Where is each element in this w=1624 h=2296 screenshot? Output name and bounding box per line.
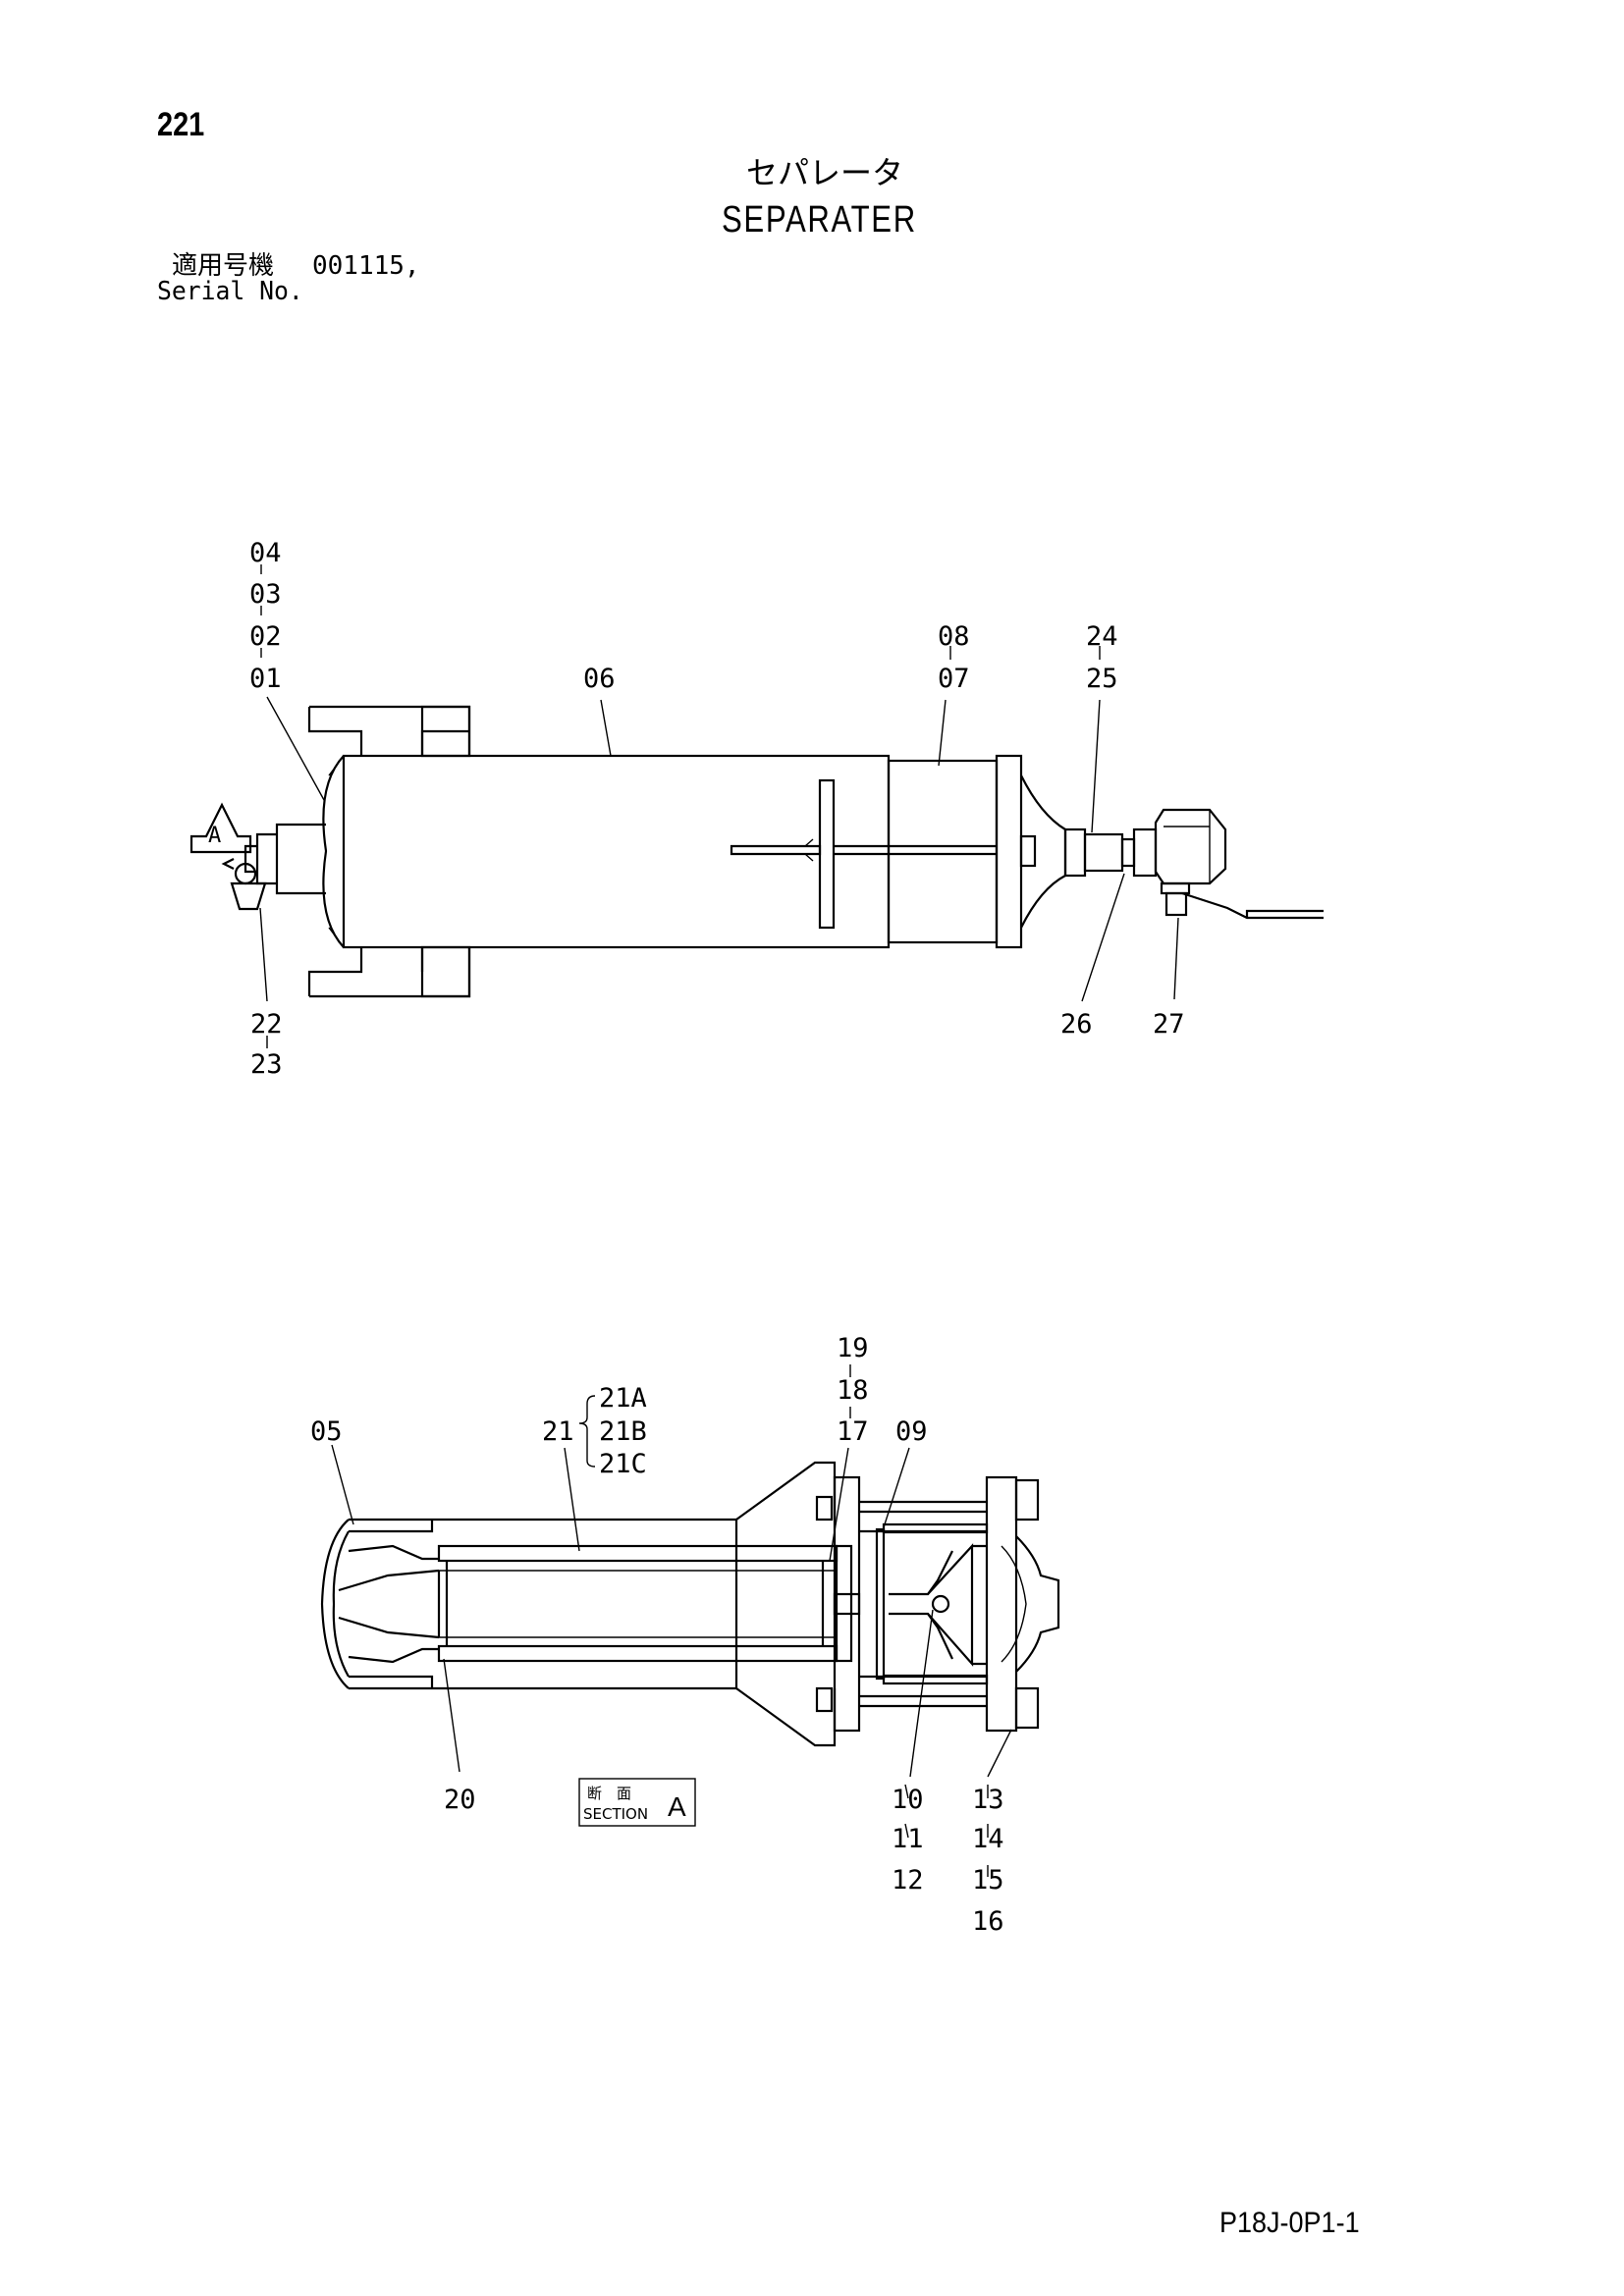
callout-13: 13	[972, 1785, 1004, 1815]
title-japanese: セパレータ	[746, 154, 904, 191]
callout-17: 17	[837, 1416, 869, 1447]
callout-05: 05	[310, 1416, 343, 1447]
section-label-english: SECTION	[583, 1805, 648, 1823]
callout-01: 01	[249, 664, 282, 694]
callout-23: 23	[250, 1049, 283, 1080]
page-number: 221	[157, 106, 205, 143]
serial-label-english: Serial No.	[157, 277, 303, 306]
callout-21A: 21A	[599, 1383, 647, 1414]
section-label-japanese: 断 面	[587, 1785, 631, 1802]
callout-21: 21	[542, 1416, 574, 1447]
callout-09: 09	[895, 1416, 928, 1447]
callout-02: 02	[249, 621, 282, 652]
separator-section-view	[320, 1461, 1060, 1747]
serial-label-japanese: 適用号機	[172, 251, 275, 281]
title-english: SEPARATER	[722, 199, 917, 240]
callout-11: 11	[892, 1824, 924, 1854]
callout-24: 24	[1086, 621, 1118, 652]
callout-14: 14	[972, 1824, 1004, 1854]
upper-leader-lines	[259, 564, 1179, 1048]
view-a-marker: A	[189, 802, 252, 854]
callout-21B: 21B	[599, 1416, 647, 1447]
callout-27: 27	[1153, 1009, 1185, 1040]
callout-26: 26	[1060, 1009, 1093, 1040]
callout-07: 07	[938, 664, 970, 694]
callout-03: 03	[249, 579, 282, 610]
callout-22: 22	[250, 1009, 283, 1040]
callout-15: 15	[972, 1865, 1004, 1896]
footer-drawing-code: P18J-0P1-1	[1219, 2207, 1360, 2239]
callout-10: 10	[892, 1785, 924, 1815]
callout-20: 20	[444, 1785, 476, 1815]
callout-08: 08	[938, 621, 970, 652]
callout-19: 19	[837, 1333, 869, 1363]
callout-18: 18	[837, 1375, 869, 1406]
callout-16: 16	[972, 1906, 1004, 1937]
callout-04: 04	[249, 538, 282, 568]
serial-number-value: 001115,	[312, 251, 420, 281]
lower-leader-lines	[331, 1364, 1012, 1877]
callout-21C: 21C	[599, 1449, 647, 1479]
section-a-label: 断 面 SECTION A	[578, 1778, 696, 1827]
separator-exterior-view	[221, 705, 1324, 998]
section-label-letter: A	[668, 1791, 686, 1822]
callout-25: 25	[1086, 664, 1118, 694]
view-a-letter: A	[208, 824, 221, 848]
callout-06: 06	[583, 664, 616, 694]
callout-12: 12	[892, 1865, 924, 1896]
